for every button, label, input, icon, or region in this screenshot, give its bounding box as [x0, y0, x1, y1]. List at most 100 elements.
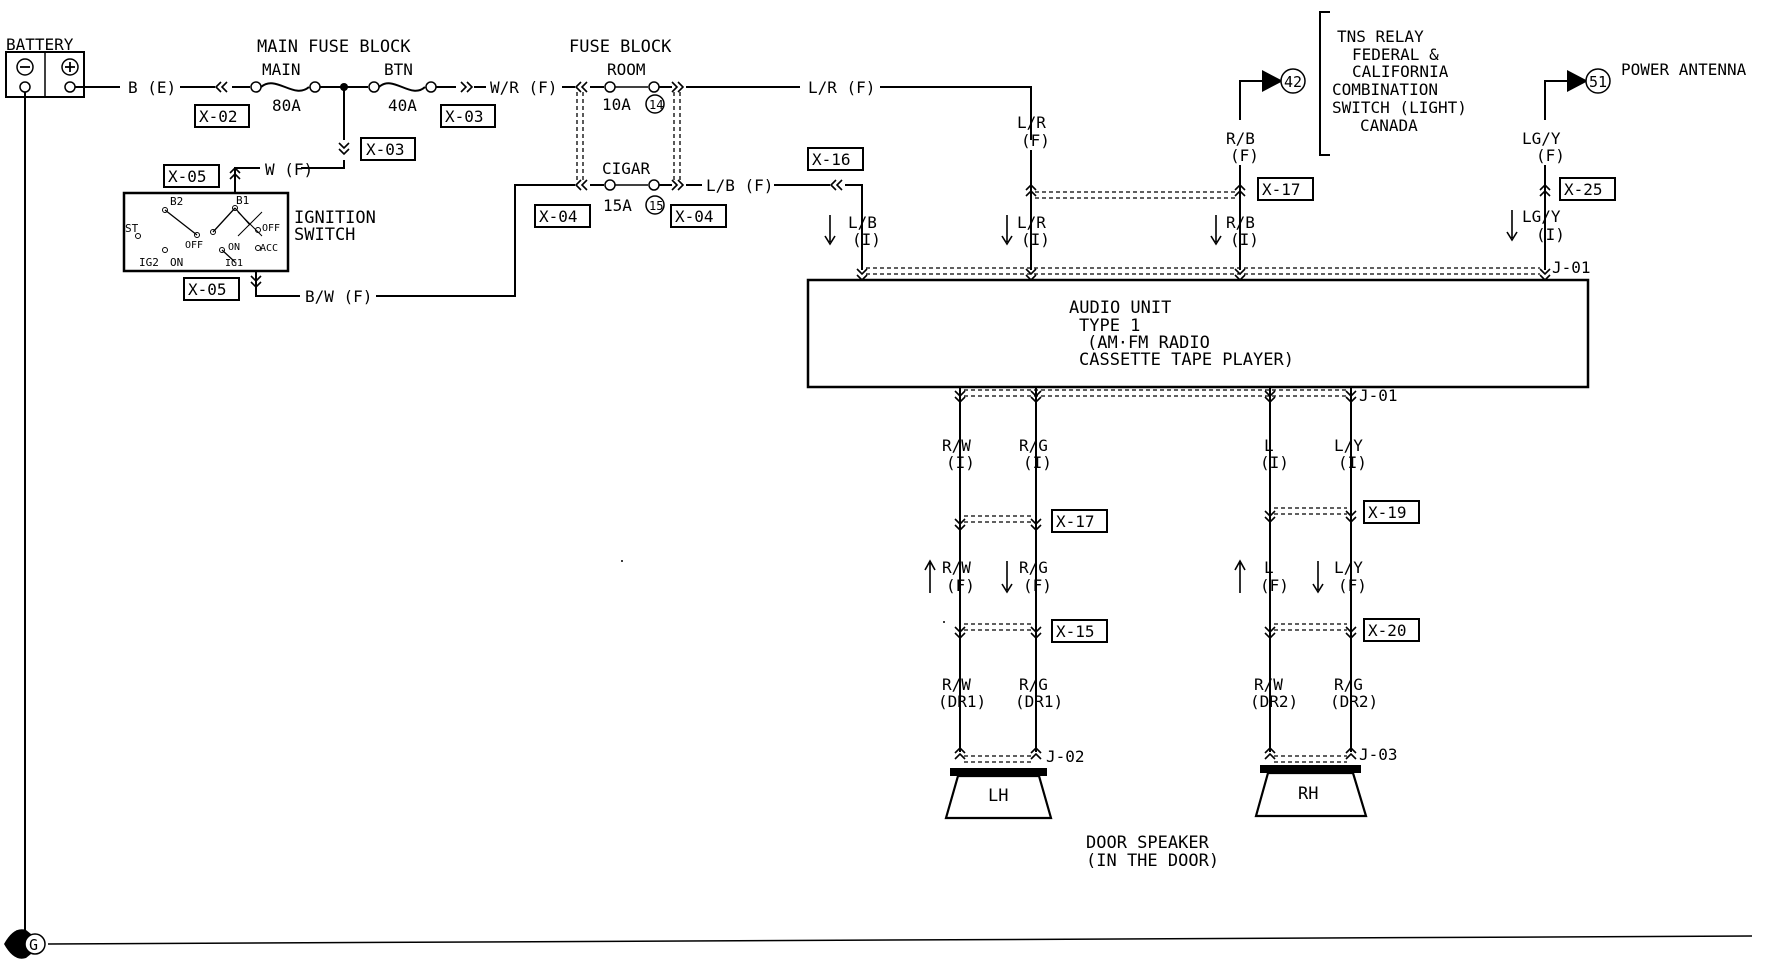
audio-unit-line-3: (AM·FM RADIO [1087, 333, 1210, 353]
wire-label-l-r-f: L/R [1017, 113, 1046, 132]
audio-unit-box [806, 278, 1590, 389]
audio-unit-line-4: CASSETTE TAPE PLAYER) [1079, 350, 1294, 370]
btn-fuse-icon [378, 82, 426, 92]
connector-x05b: X-05 [188, 280, 227, 299]
wire-label-l-y-i: L/Y [1334, 436, 1363, 455]
wire-label-r-w-dr1: R/W [942, 675, 971, 694]
lh-speaker-icon [944, 768, 1053, 820]
wire-label-b-w-f: B/W (F) [305, 287, 372, 306]
ground-label: G [29, 936, 38, 954]
ignition-st: ST [125, 222, 139, 235]
connector-j01b: J-01 [1359, 386, 1398, 405]
wire-label-r-g-i: R/G [1019, 436, 1048, 455]
wire-label-b-e: B (E) [128, 78, 176, 97]
connector-j01a: J-01 [1552, 258, 1591, 277]
connector-x19: X-19 [1368, 503, 1407, 522]
cigar-fuse-rating: 15A [603, 196, 632, 215]
wire-label-lg-y-i: LG/Y [1522, 207, 1561, 226]
fuse-number-badge [645, 94, 665, 114]
signal-arrow-icon [824, 210, 1518, 246]
btn-fuse-label: BTN [384, 60, 413, 79]
wire-label-l-f-sub: (F) [1260, 576, 1289, 595]
wire-label-l-y-f-sub: (F) [1338, 576, 1367, 595]
wire-label-w-r-f: W/R (F) [490, 78, 557, 97]
fuse-block-title: FUSE BLOCK [569, 37, 672, 57]
ignition-ig2: IG2 [139, 256, 159, 269]
connector-x25: X-25 [1564, 180, 1603, 199]
ignition-switch-title-2: SWITCH [294, 225, 355, 245]
wire-label-l-r-i: L/R [1017, 213, 1046, 232]
reference-51: 51 [1589, 73, 1607, 91]
ignition-off-b: OFF [262, 223, 280, 234]
wire-label-r-b-f: R/B [1226, 129, 1255, 148]
wire-label-l-f: L [1264, 558, 1274, 577]
ignition-switch: ST B2 B1 OFF OFF ON ON IG1 IG2 ACC [122, 191, 290, 273]
wire-label-r-w-dr2-sub: (DR2) [1250, 692, 1298, 711]
ignition-on-b: ON [170, 256, 183, 269]
reference-42-badge [1280, 68, 1306, 94]
wire-label-l-b-i: L/B [848, 213, 877, 232]
ignition-off-a: OFF [185, 240, 203, 251]
wire-label-l-r-f-top: L/R (F) [808, 78, 875, 97]
tns-line-5: SWITCH (LIGHT) [1332, 98, 1467, 117]
connector-x20: X-20 [1368, 621, 1407, 640]
ignition-ig1: IG1 [225, 258, 243, 269]
wire-label-r-w-dr2: R/W [1254, 675, 1283, 694]
room-fuse-number: 14 [649, 98, 663, 112]
tns-line-6: CANADA [1360, 116, 1418, 135]
ignition-b1: B1 [236, 194, 249, 207]
fuse-number-badge [645, 195, 665, 215]
wire-label-lg-y-f-sub: (F) [1536, 146, 1565, 165]
tns-line-4: COMBINATION [1332, 80, 1438, 99]
main-fuse-icon [260, 82, 310, 92]
main-fuse-rating: 80A [272, 96, 301, 115]
connector-x04b: X-04 [675, 207, 714, 226]
wire-label-w-f: W (F) [265, 160, 313, 179]
audio-unit-line-2: TYPE 1 [1079, 316, 1140, 336]
connector-j02: J-02 [1046, 747, 1085, 766]
connector-x17a: X-17 [1262, 180, 1301, 199]
wire-label-l-i-sub: (I) [1260, 453, 1289, 472]
door-speaker-title-1: DOOR SPEAKER [1086, 833, 1210, 853]
ignition-b2: B2 [170, 195, 183, 208]
connector-x04a: X-04 [539, 207, 578, 226]
wire-label-l-b-f: L/B (F) [706, 176, 773, 195]
ignition-acc: ACC [260, 243, 278, 254]
wire-label-l-r-f-sub: (F) [1021, 131, 1050, 150]
wire-label-r-g-i-sub: (I) [1023, 453, 1052, 472]
main-fuse-label: MAIN [262, 60, 301, 79]
wire-label-r-g-dr2: R/G [1334, 675, 1363, 694]
wire-label-l-r-i-sub: (I) [1021, 230, 1050, 249]
wire-label-r-w-f-sub: (F) [946, 576, 975, 595]
wire-label-l-y-i-sub: (I) [1338, 453, 1367, 472]
reference-51-badge [1585, 68, 1611, 94]
connector-x03b: X-03 [366, 140, 405, 159]
wire-label-r-g-dr1: R/G [1019, 675, 1048, 694]
connector-x15: X-15 [1056, 622, 1095, 641]
wire-label-r-g-dr2-sub: (DR2) [1330, 692, 1378, 711]
battery-label: BATTERY [6, 35, 74, 54]
btn-fuse-rating: 40A [388, 96, 417, 115]
wire-label-r-g-dr1-sub: (DR1) [1015, 692, 1063, 711]
connector-x16: X-16 [812, 150, 851, 169]
connector-x05a: X-05 [168, 167, 207, 186]
ignition-switch-title-1: IGNITION [294, 208, 376, 228]
wire-label-lg-y-f: LG/Y [1522, 129, 1561, 148]
wire-label-lg-y-i-sub: (I) [1536, 225, 1565, 244]
door-speaker-title-2: (IN THE DOOR) [1086, 851, 1219, 871]
signal-arrow-icon [924, 559, 1324, 594]
connector-x03a: X-03 [445, 107, 484, 126]
rh-speaker-icon [1254, 765, 1368, 818]
cigar-fuse-number: 15 [649, 199, 663, 213]
tns-line-3: CALIFORNIA [1352, 62, 1449, 81]
wire-label-r-g-f: R/G [1019, 558, 1048, 577]
wire-label-l-i: L [1264, 436, 1274, 455]
wire-label-r-b-i-sub: (I) [1230, 230, 1259, 249]
wire-label-r-g-f-sub: (F) [1023, 576, 1052, 595]
power-antenna-label: POWER ANTENNA [1621, 60, 1747, 79]
ground-symbol: G [4, 929, 46, 959]
main-fuse-block-title: MAIN FUSE BLOCK [257, 37, 411, 57]
wire-label-l-b-i-sub: (I) [852, 230, 881, 249]
wire-label-l-y-f: L/Y [1334, 558, 1363, 577]
wire-label-r-w-dr1-sub: (DR1) [938, 692, 986, 711]
